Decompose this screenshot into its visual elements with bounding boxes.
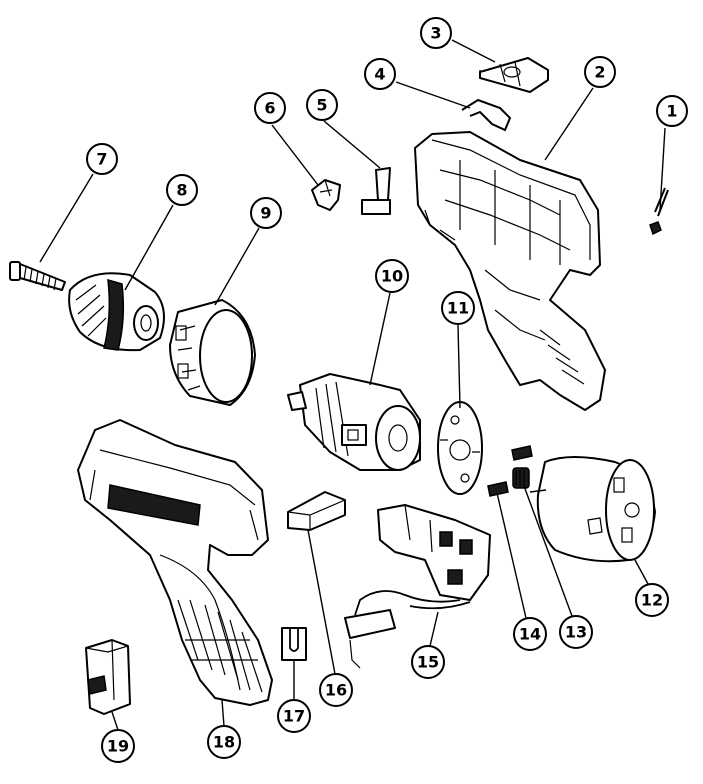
callout-label-3: 3	[430, 24, 441, 43]
callout-6: 6	[254, 92, 286, 124]
callout-label-6: 6	[264, 99, 275, 118]
part-6-wedge	[311, 179, 341, 211]
callout-label-11: 11	[447, 299, 469, 318]
callout-7: 7	[86, 143, 118, 175]
callout-label-8: 8	[176, 181, 187, 200]
callout-label-9: 9	[260, 204, 271, 223]
part-13-pinion-gear	[512, 467, 530, 489]
callout-17: 17	[277, 699, 311, 733]
callout-label-13: 13	[565, 623, 587, 642]
callout-18: 18	[207, 725, 241, 759]
callout-label-10: 10	[381, 267, 403, 286]
callout-8: 8	[166, 174, 198, 206]
callout-1: 1	[656, 95, 688, 127]
callout-label-17: 17	[283, 707, 305, 726]
part-7-chuck-screw	[9, 261, 66, 291]
callout-19: 19	[101, 729, 135, 763]
callout-16: 16	[319, 673, 353, 707]
callout-label-16: 16	[325, 681, 347, 700]
callout-label-4: 4	[374, 65, 385, 84]
part-3-switch-slider	[479, 57, 549, 93]
callout-12: 12	[635, 583, 669, 617]
callout-3: 3	[420, 17, 452, 49]
part-15-trigger-switch	[344, 504, 491, 669]
callout-label-2: 2	[594, 63, 605, 82]
callout-15: 15	[411, 645, 445, 679]
part-16-direction-button	[287, 491, 346, 531]
callout-13: 13	[559, 615, 593, 649]
callout-4: 4	[364, 58, 396, 90]
part-8-chuck	[68, 272, 165, 352]
part-11-motor-plate	[437, 401, 483, 495]
part-5-pin	[361, 167, 391, 215]
callout-11: 11	[441, 291, 475, 325]
callout-10: 10	[375, 259, 409, 293]
callout-label-1: 1	[666, 102, 677, 121]
callout-14: 14	[513, 617, 547, 651]
part-motor-screws	[487, 445, 533, 497]
callout-label-7: 7	[96, 150, 107, 169]
leader-lines	[39, 39, 666, 731]
part-17-u-clip	[281, 627, 307, 661]
callout-5: 5	[306, 89, 338, 121]
part-12-motor	[529, 456, 656, 563]
callout-label-14: 14	[519, 625, 541, 644]
callout-label-19: 19	[107, 737, 129, 756]
callout-9: 9	[250, 197, 282, 229]
callout-label-15: 15	[417, 653, 439, 672]
callout-label-12: 12	[641, 591, 663, 610]
callout-2: 2	[584, 56, 616, 88]
part-2-housing-right	[414, 131, 606, 411]
part-1-screw	[649, 187, 669, 236]
part-4-spring-clip	[461, 98, 512, 132]
part-10-gearbox	[287, 373, 421, 471]
callout-label-18: 18	[213, 733, 235, 752]
part-9-clutch-ring	[169, 299, 256, 406]
part-18-housing-left	[77, 419, 273, 706]
part-19-battery	[85, 639, 131, 715]
callout-label-5: 5	[316, 96, 327, 115]
